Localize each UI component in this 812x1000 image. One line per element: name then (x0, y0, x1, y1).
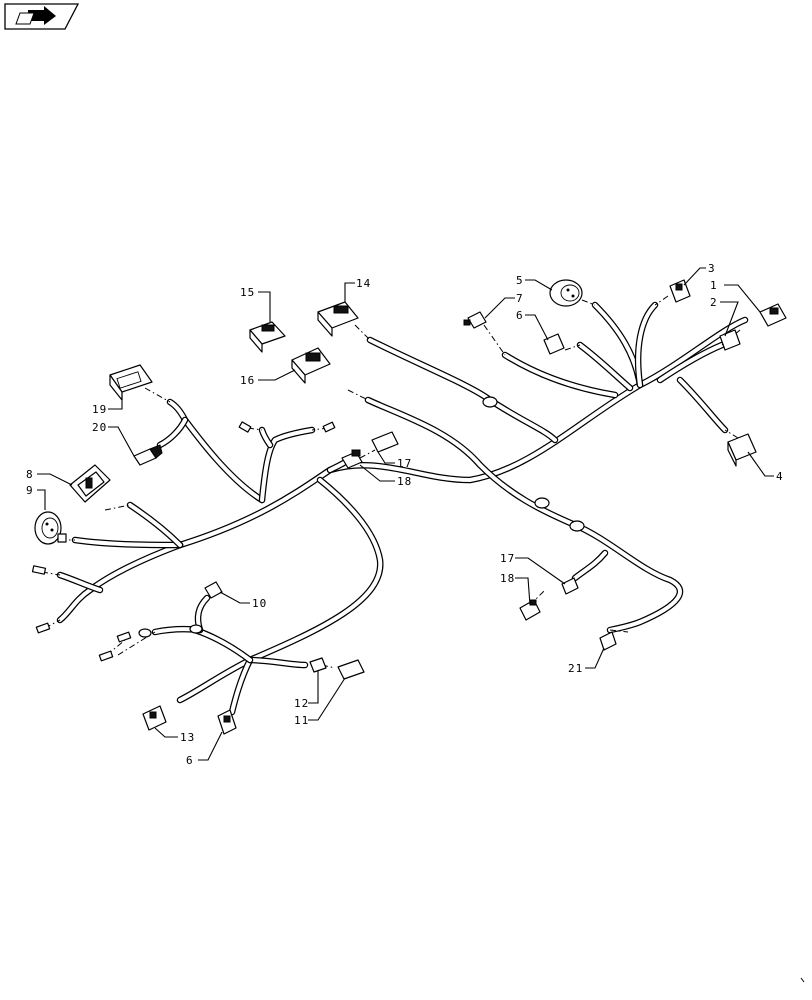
callout-21: 19 (92, 403, 107, 416)
callout-18-left: 20 (92, 421, 107, 434)
connector-10 (204, 581, 223, 599)
callout-1: 1 (710, 279, 718, 292)
connector-7 (463, 311, 487, 329)
clip-lower-2 (189, 624, 203, 634)
connector-19 (371, 431, 399, 453)
callout-18-right: 18 (500, 572, 515, 585)
callout-20: 18 (397, 475, 412, 488)
callout-13: 13 (180, 731, 195, 744)
connector-11 (337, 659, 365, 680)
callout-7: 7 (516, 292, 524, 305)
callout-3: 3 (708, 262, 716, 275)
connector-6-upper (543, 333, 565, 355)
callout-9: 9 (26, 484, 34, 497)
connector-8-grommet (69, 464, 111, 503)
terminal-left-upper (31, 565, 47, 575)
continue-arrow-icon[interactable] (4, 3, 80, 30)
callout-4: 4 (776, 470, 784, 483)
corner-mark (800, 977, 805, 983)
callout-16: 16 (240, 374, 255, 387)
terminal-lower-2 (98, 650, 114, 662)
connector-9-round (34, 511, 67, 545)
connector-3 (669, 279, 691, 303)
terminal-left-lower (35, 622, 51, 634)
callout-6-lower: 6 (186, 754, 194, 767)
connector-12 (309, 657, 327, 673)
terminal-lower-1 (116, 631, 132, 643)
harness-wires (56, 301, 749, 716)
callout-17-upper: 17 (500, 552, 515, 565)
clip-right-1 (534, 497, 550, 509)
callout-6-upper: 6 (516, 309, 524, 322)
connector-17-upper (561, 577, 579, 595)
connector-4 (727, 433, 757, 467)
terminal-top-1 (238, 421, 252, 433)
connector-1 (759, 303, 787, 327)
callout-15: 15 (240, 286, 255, 299)
callout-11: 11 (294, 714, 309, 727)
callout-leaders (37, 267, 774, 761)
callout-labels: 1 2 3 4 5 6 7 8 9 10 11 12 13 6 14 15 16… (26, 262, 784, 767)
connector-20 (341, 449, 363, 469)
connector-5-round (549, 279, 583, 307)
connector-13 (142, 705, 167, 731)
callout-8: 8 (26, 468, 34, 481)
connector-18-left (133, 444, 163, 466)
callout-17-lower: 21 (568, 662, 583, 675)
callout-2: 2 (710, 296, 718, 309)
connector-21 (109, 364, 153, 401)
clip-lower-1 (138, 628, 152, 638)
connector-15 (249, 321, 286, 353)
terminal-top-2 (322, 421, 336, 433)
callout-14: 14 (356, 277, 371, 290)
callout-10: 10 (252, 597, 267, 610)
clip-upper-1 (482, 396, 498, 408)
callout-19: 17 (397, 457, 412, 470)
callout-5: 5 (516, 274, 524, 287)
clip-right-2 (569, 520, 585, 532)
callout-12: 12 (294, 697, 309, 710)
connector-16 (291, 347, 331, 384)
connector-6-lower (217, 709, 237, 735)
connector-14 (317, 301, 359, 337)
connector-17-lower (599, 631, 617, 651)
